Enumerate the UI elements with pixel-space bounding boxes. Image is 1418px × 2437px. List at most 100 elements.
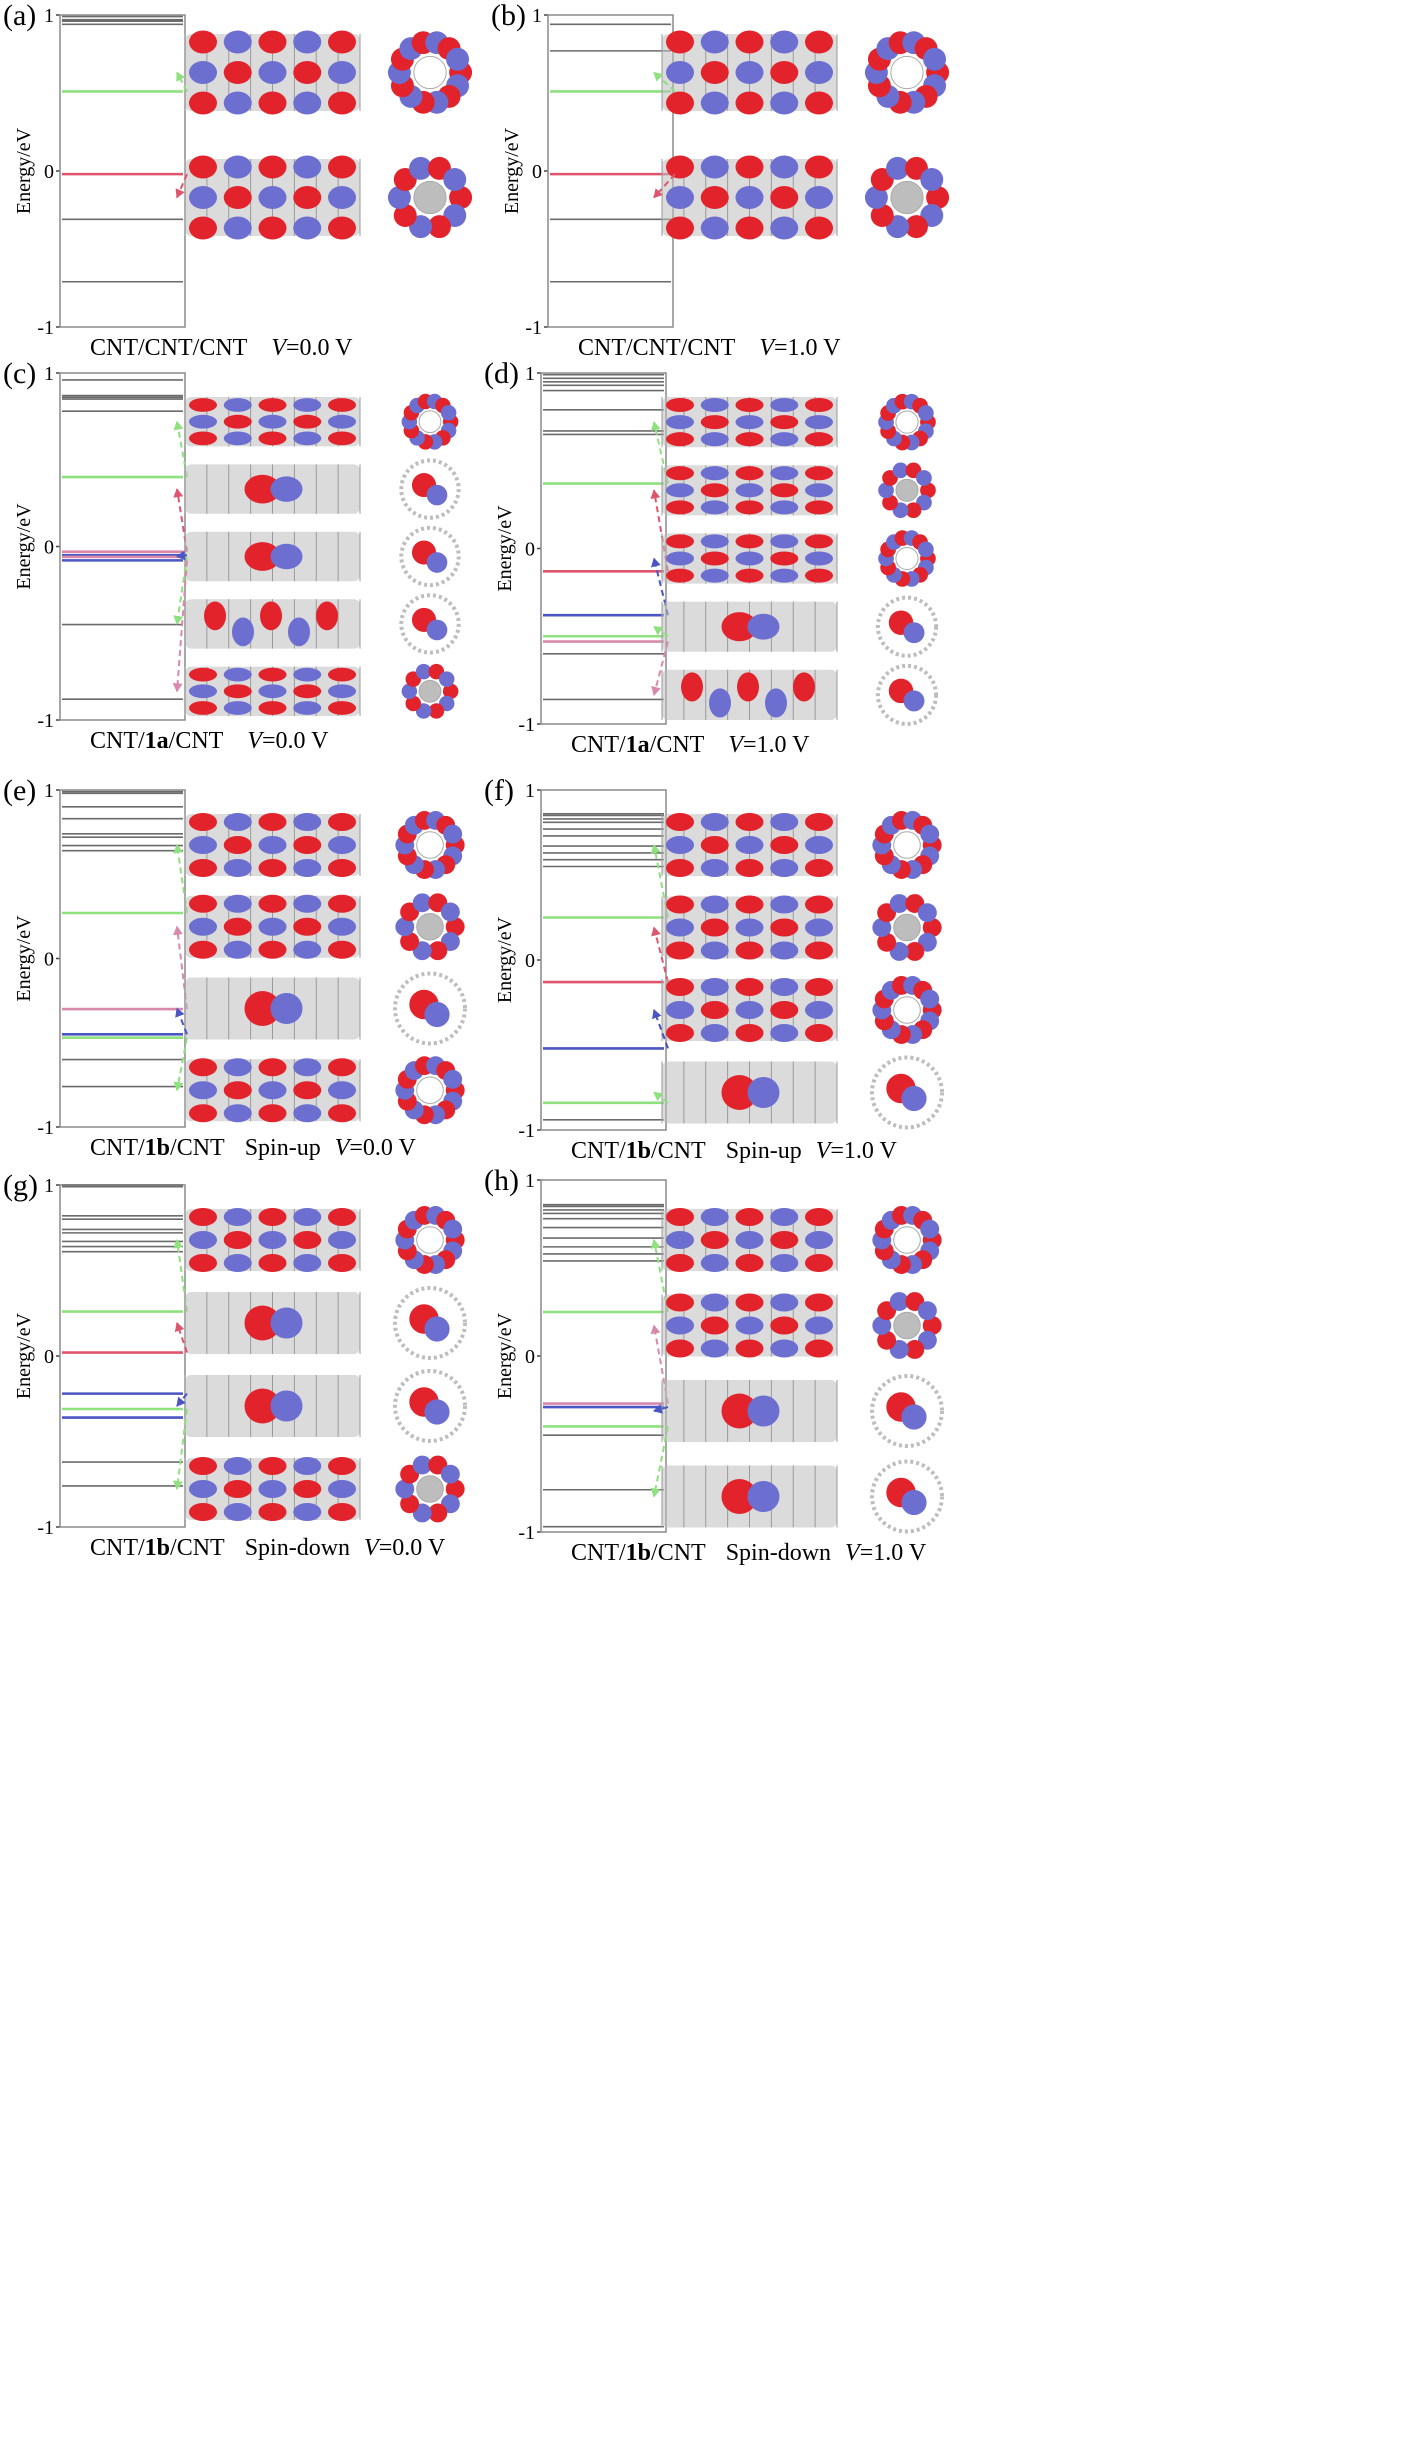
orbital-lobe	[770, 500, 799, 515]
orbital-lobe	[770, 466, 799, 481]
orbital-lobe	[223, 1081, 252, 1100]
orbital-lobe	[293, 186, 322, 209]
orbital-lobe	[328, 155, 356, 179]
caption-system: CNT/	[90, 1135, 145, 1161]
orbital-lobe	[735, 30, 764, 54]
orbital-lobe	[189, 1081, 217, 1100]
y-axis-label: Energy/eV	[494, 916, 516, 1003]
orbital-lobe	[328, 1480, 356, 1498]
orbital-lobe	[666, 1024, 694, 1042]
orbital-lobe	[328, 91, 356, 115]
caption-voltage-value: =1.0 V	[860, 1540, 927, 1566]
caption-system: CNT/CNT/CNT	[90, 335, 248, 361]
energy-level-frame	[59, 372, 186, 721]
orbital-lobe	[189, 1457, 217, 1475]
caption-system: /CNT	[170, 1535, 225, 1561]
orbital-lobe	[770, 1208, 799, 1226]
orbital-lobe	[223, 813, 252, 831]
orbital-lobe	[805, 978, 833, 996]
orbital-side-view	[661, 30, 838, 115]
orbital-lobe	[922, 1316, 942, 1335]
y-axis-label: Energy/eV	[13, 503, 35, 590]
orbital-lobe	[293, 91, 322, 115]
orbital-lobe	[666, 1001, 694, 1019]
orbital-lobe	[258, 91, 287, 115]
orbital-lobe	[258, 813, 287, 831]
orbital-end-view	[387, 156, 473, 239]
orbital-side-view	[184, 30, 361, 115]
energy-level-frame	[540, 789, 667, 1131]
caption-system: 1a	[626, 732, 650, 758]
orbital-lobe	[666, 1231, 694, 1249]
orbital-lobe	[189, 155, 217, 179]
orbital-lobe	[244, 542, 281, 571]
orbital-side-view	[661, 813, 838, 877]
orbital-lobe	[770, 61, 799, 84]
caption-system: /CNT	[650, 732, 705, 758]
orbital-lobe	[223, 216, 252, 240]
orbital-lobe	[878, 482, 894, 499]
orbital-lobe	[293, 940, 322, 959]
caption-spin: Spin-up	[726, 1138, 802, 1164]
caption-voltage-value: =0.0 V	[379, 1535, 446, 1561]
orbital-arrow	[653, 71, 676, 93]
orbital-lobe	[258, 667, 287, 682]
orbital-lobe	[889, 894, 909, 913]
orbital-lobe	[735, 978, 764, 996]
orbital-lobe	[258, 1480, 287, 1498]
caption-voltage-symbol: V	[247, 728, 264, 754]
orbital-lobe	[700, 61, 729, 84]
orbital-lobe	[293, 1058, 322, 1077]
orbital-lobe	[735, 61, 764, 84]
orbital-lobe	[666, 61, 694, 84]
orbital-lobe	[412, 1455, 432, 1475]
orbital-lobe	[293, 1457, 322, 1475]
orbital-lobe	[700, 30, 729, 54]
y-axis-label: Energy/eV	[13, 915, 35, 1002]
orbital-lobe	[189, 894, 217, 913]
orbital-arrow	[653, 1091, 669, 1104]
panel-letter: (a)	[3, 0, 36, 32]
orbital-lobe	[735, 500, 764, 515]
orbital-side-view	[661, 465, 838, 516]
orbital-lobe	[666, 1316, 694, 1335]
orbital-lobe	[770, 415, 799, 430]
orbital-lobe	[735, 1316, 764, 1335]
axis-tick-label: 0	[525, 950, 535, 972]
orbital-end-view	[393, 1369, 467, 1443]
orbital-lobe	[905, 942, 925, 961]
orbital-lobe	[428, 941, 448, 961]
orbital-lobe	[189, 1058, 217, 1077]
orbital-lobe	[666, 91, 694, 115]
nanotube-ring	[875, 595, 939, 658]
orbital-lobe	[293, 1104, 322, 1123]
caption-system: 1b	[626, 1138, 651, 1164]
orbital-side-view	[184, 977, 361, 1040]
nanotube-center	[416, 831, 444, 859]
orbital-lobe	[223, 398, 252, 412]
orbital-lobe	[770, 1339, 799, 1358]
nanotube-center	[895, 478, 919, 502]
orbital-lobe	[666, 1339, 694, 1358]
orbital-end-view	[399, 525, 461, 588]
orbital-lobe	[223, 667, 252, 682]
orbital-arrow	[175, 1007, 188, 1035]
orbital-lobe	[805, 1316, 833, 1335]
caption-system: /CNT	[651, 1540, 706, 1566]
orbital-lobe	[258, 1081, 287, 1100]
orbital-arrow	[653, 173, 676, 199]
caption-system: 1b	[626, 1540, 651, 1566]
orbital-lobe	[223, 155, 252, 179]
orbital-lobe	[700, 836, 729, 854]
orbital-lobe	[409, 156, 433, 180]
orbital-end-view	[870, 1459, 944, 1534]
orbital-lobe	[735, 1024, 764, 1042]
orbital-lobe	[805, 216, 833, 240]
orbital-end-view	[395, 893, 465, 961]
orbital-lobe	[666, 534, 694, 549]
orbital-lobe	[770, 155, 799, 179]
orbital-lobe	[770, 978, 799, 996]
axis-tick-label: 0	[44, 1346, 54, 1368]
orbital-end-view	[395, 1056, 465, 1125]
orbital-lobe	[393, 204, 417, 227]
